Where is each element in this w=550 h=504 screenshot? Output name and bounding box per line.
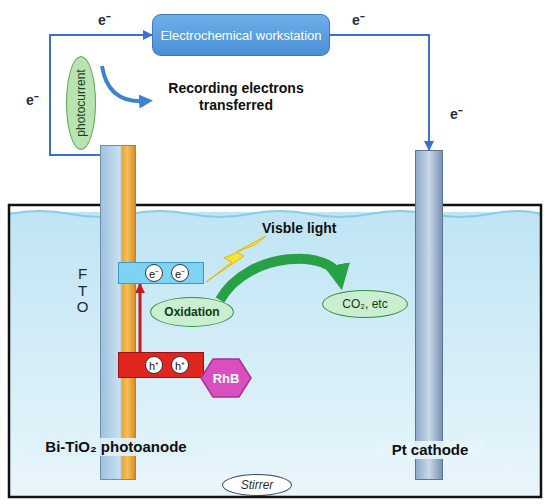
node-text: Electrochemical workstation xyxy=(160,28,321,43)
electrode-label: Pt cathode xyxy=(374,441,486,459)
cathode: Pt cathode xyxy=(415,150,443,480)
connector xyxy=(330,35,429,150)
node-text: Oxidation xyxy=(164,305,219,319)
feedback-arrow xyxy=(102,66,146,101)
layer-label: FTO xyxy=(75,266,90,316)
electron-label: e⁻ xyxy=(98,10,111,29)
electron-label: e⁻ xyxy=(450,104,463,123)
note-text: Recording electrons transferred xyxy=(156,80,316,114)
valence-band: h⁺ h⁺ xyxy=(118,352,204,378)
charge-carrier: h⁺ xyxy=(145,356,163,374)
electron-label: e⁻ xyxy=(352,10,365,29)
charge-carrier: e⁻ xyxy=(171,264,189,282)
node-text: photocurrent xyxy=(74,69,88,136)
instrument-box: Electrochemical workstation xyxy=(152,14,330,56)
charge-carrier: e⁻ xyxy=(145,264,163,282)
conduction-band: e⁻ e⁻ xyxy=(118,262,204,284)
product-ellipse: CO₂, etc xyxy=(322,290,408,318)
stirrer-ellipse: Stirrer xyxy=(222,474,292,496)
tank xyxy=(9,205,541,497)
charge-carrier: h⁺ xyxy=(171,356,189,374)
node-text: CO₂, etc xyxy=(342,297,387,311)
water-surface xyxy=(9,211,541,217)
connector xyxy=(50,35,152,155)
electrode-label: Bi-TiO₂ photoanode xyxy=(31,438,201,456)
photocurrent-ellipse: photocurrent xyxy=(66,56,96,150)
photoanode: FTOBi-TiO₂ photoanode xyxy=(100,145,136,480)
dye-hexagon: RhB xyxy=(200,358,252,398)
connector xyxy=(220,259,340,300)
oxidation-ellipse: Oxidation xyxy=(150,297,234,327)
light-label: Visble light xyxy=(262,220,362,236)
node-text: RhB xyxy=(213,371,240,386)
water xyxy=(9,212,541,497)
connector xyxy=(139,284,142,352)
electron-label: e⁻ xyxy=(26,90,39,109)
node-text: Stirrer xyxy=(241,478,274,492)
